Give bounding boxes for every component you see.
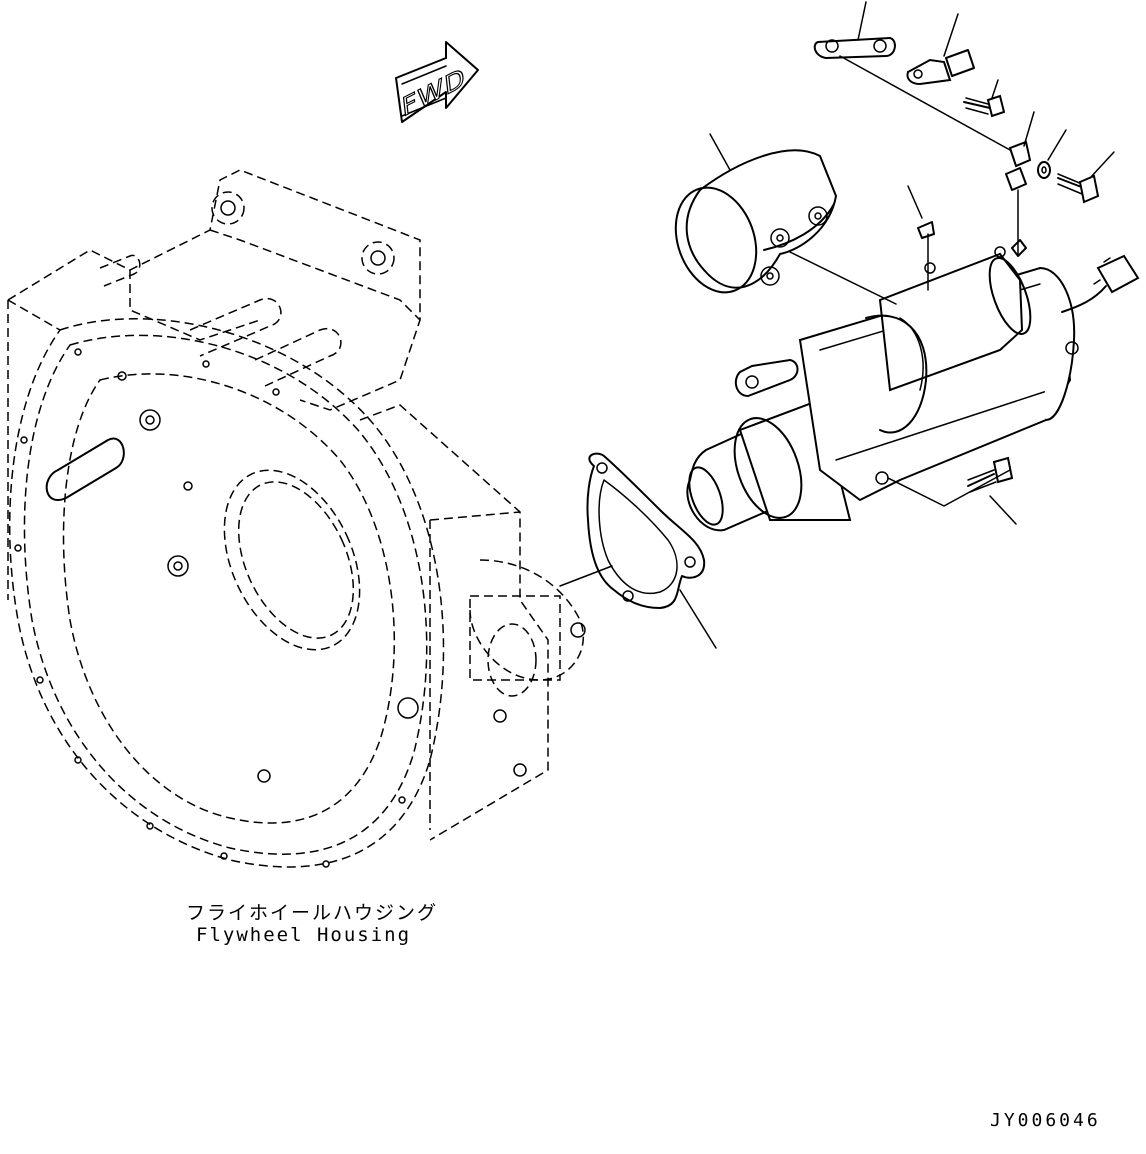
mounting-bolt — [967, 456, 1014, 493]
leader-bolt-upper — [991, 79, 999, 99]
housing-caption-en: Flywheel Housing — [196, 924, 412, 946]
leader-terminal — [943, 13, 959, 57]
washer — [1037, 161, 1051, 179]
leader-gasket — [679, 589, 717, 649]
leader-bolt-right — [1089, 151, 1115, 179]
leader-heat-shield — [709, 133, 731, 171]
clip — [917, 221, 935, 291]
leader-washer — [1047, 129, 1067, 161]
housing-caption-jp: フライホイールハウジング — [186, 902, 439, 924]
terminal-plate — [906, 49, 975, 86]
leader-shield-motor — [789, 251, 897, 305]
leader-bracket-band — [839, 55, 1011, 151]
leader-bracket — [857, 1, 867, 41]
gasket — [586, 452, 706, 609]
mounting-bracket — [813, 36, 896, 60]
leader-clip — [907, 185, 923, 219]
bolt-upper — [963, 94, 1006, 118]
leader-band-clamp — [1023, 111, 1035, 147]
leader-mounting-bolt — [989, 495, 1017, 525]
starting-motor — [686, 239, 1140, 532]
leader-mounting-bolt-motor — [887, 469, 1011, 507]
fwd-arrow — [395, 41, 479, 123]
flange-holes — [14, 348, 419, 868]
flywheel-housing — [7, 169, 586, 868]
drawing-id: JY006046 — [990, 1110, 1101, 1131]
bolt-right — [1057, 173, 1100, 204]
band-clamp — [1005, 140, 1032, 257]
leader-gasket-housing — [559, 565, 613, 587]
heat-shield — [674, 149, 838, 294]
